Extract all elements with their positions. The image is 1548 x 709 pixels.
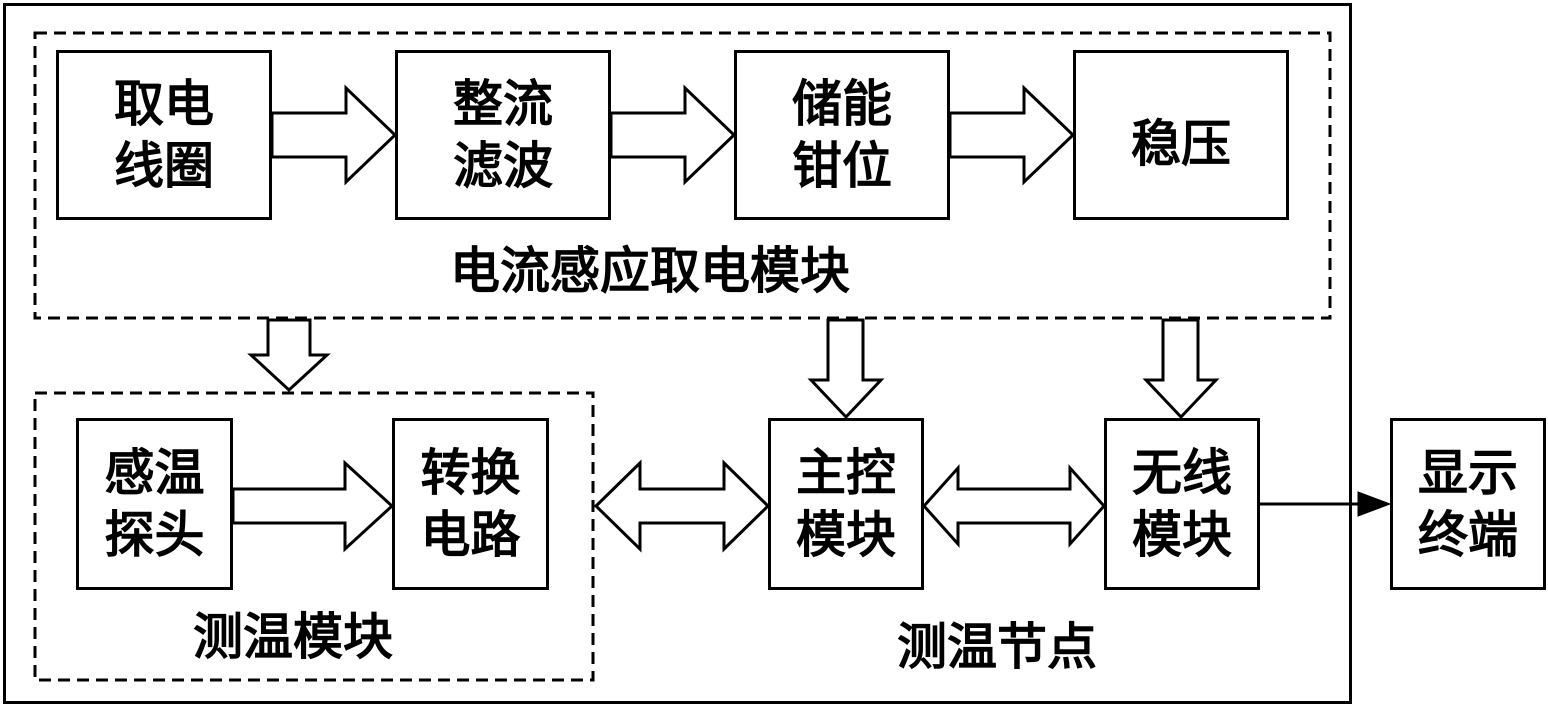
block-storage-clamp: 储能 钳位 [734, 50, 950, 220]
arrow-power-to-temp-module [247, 318, 331, 393]
block-main-control: 主控 模块 [768, 418, 924, 590]
arrow-storage-to-regulator [948, 84, 1076, 186]
block-wireless-module-line1: 无线 [1132, 443, 1232, 502]
arrow-wireless-to-display-head [1357, 491, 1392, 517]
block-storage-clamp-line2: 钳位 [792, 137, 892, 195]
power-module-boundary [33, 31, 1332, 320]
arrow-coil-to-rectifier [270, 84, 398, 186]
block-storage-clamp-line1: 储能 [792, 74, 892, 133]
block-wireless-module: 无线 模块 [1104, 418, 1260, 590]
block-rectifier-filter-line2: 滤波 [453, 137, 553, 195]
block-conversion-circuit-line1: 转换 [420, 443, 521, 502]
block-rectifier-filter-line1: 整流 [453, 74, 553, 133]
block-main-control-line1: 主控 [796, 443, 896, 502]
block-temp-probe-line2: 探头 [104, 506, 205, 564]
block-conversion-circuit-line2: 电路 [420, 506, 521, 564]
measurement-node-frame [3, 3, 1352, 704]
power-module-label: 电流感应取电模块 [450, 242, 850, 300]
block-pickup-coil-line1: 取电 [114, 74, 214, 133]
arrow-probe-to-converter [231, 459, 395, 553]
temp-module-boundary [33, 391, 595, 682]
block-voltage-regulator-line1: 稳压 [1131, 115, 1231, 173]
temp-module-label: 测温模块 [193, 608, 393, 666]
block-display-terminal-line1: 显示 [1418, 443, 1518, 502]
arrow-power-to-wireless [1142, 318, 1220, 420]
block-display-terminal: 显示 终端 [1390, 418, 1546, 590]
measurement-node-label: 测温节点 [897, 618, 1097, 676]
block-pickup-coil: 取电 线圈 [56, 50, 272, 220]
block-temp-probe: 感温 探头 [76, 418, 233, 590]
arrow-temp-module-main-control [593, 459, 771, 553]
block-wireless-module-line2: 模块 [1132, 506, 1232, 564]
arrow-power-to-main-control [807, 318, 885, 420]
block-voltage-regulator: 稳压 [1073, 50, 1289, 220]
block-rectifier-filter: 整流 滤波 [395, 50, 611, 220]
block-pickup-coil-line2: 线圈 [114, 137, 214, 195]
block-main-control-line2: 模块 [796, 506, 896, 564]
block-temp-probe-line1: 感温 [104, 443, 205, 502]
block-display-terminal-line2: 终端 [1418, 506, 1518, 564]
arrow-rectifier-to-storage [609, 84, 737, 186]
block-conversion-circuit: 转换 电路 [392, 418, 549, 590]
arrow-main-control-wireless [921, 464, 1107, 548]
